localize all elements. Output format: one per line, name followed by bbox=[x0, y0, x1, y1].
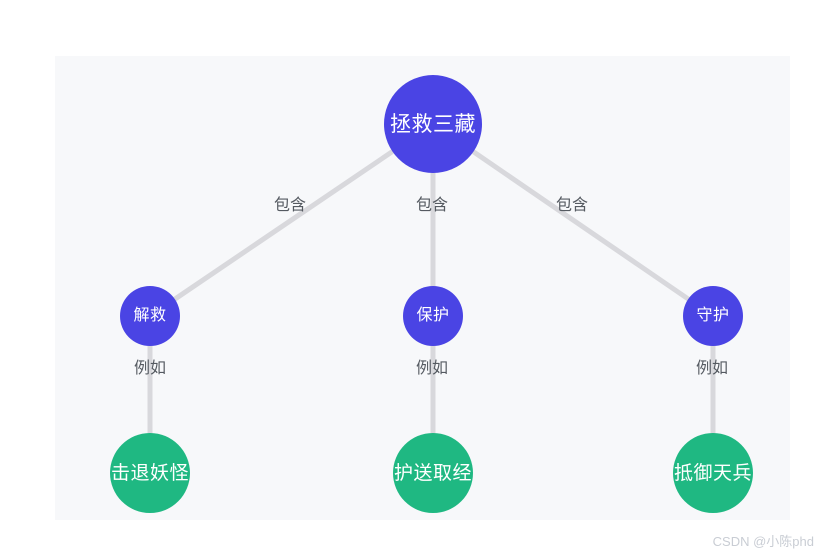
graph-node-mid-2-label: 保护 bbox=[416, 307, 450, 324]
edge-label-mid-3-to-leaf-3: 例如 bbox=[695, 360, 729, 377]
graph-node-mid-1-label: 解救 bbox=[133, 307, 167, 324]
graph-node-leaf-1-label: 击退妖怪 bbox=[110, 462, 189, 484]
graph-node-mid-3-label: 守护 bbox=[696, 307, 730, 324]
csdn-watermark: CSDN @小陈phd bbox=[712, 534, 814, 549]
edge-label-root-to-mid-2: 包含 bbox=[415, 197, 449, 214]
edge-root-to-mid-1 bbox=[147, 121, 436, 319]
graph-node-leaf-2-label: 护送取经 bbox=[393, 462, 472, 484]
graph-node-mid-1[interactable]: 解救 bbox=[120, 286, 180, 346]
graph-node-root-label: 拯救三藏 bbox=[390, 112, 476, 136]
edge-label-mid-1-to-leaf-1: 例如 bbox=[133, 360, 167, 377]
graph-node-leaf-2[interactable]: 护送取经 bbox=[393, 433, 473, 513]
knowledge-graph-canvas[interactable]: 拯救三藏 解救 保护 守护 击退妖怪 护送取经 抵御天兵 包含 包含 包含 例如… bbox=[55, 56, 790, 520]
graph-node-mid-2[interactable]: 保护 bbox=[403, 286, 463, 346]
graph-node-mid-3[interactable]: 守护 bbox=[683, 286, 743, 346]
edge-label-mid-2-to-leaf-2: 例如 bbox=[415, 360, 449, 377]
graph-node-leaf-3-label: 抵御天兵 bbox=[673, 462, 752, 484]
graph-node-leaf-3[interactable]: 抵御天兵 bbox=[673, 433, 753, 513]
graph-node-leaf-1[interactable]: 击退妖怪 bbox=[110, 433, 190, 513]
graph-node-root[interactable]: 拯救三藏 bbox=[384, 75, 482, 173]
edge-label-root-to-mid-1: 包含 bbox=[273, 197, 307, 214]
edge-label-root-to-mid-3: 包含 bbox=[555, 197, 589, 214]
edge-root-to-mid-3 bbox=[430, 121, 716, 319]
